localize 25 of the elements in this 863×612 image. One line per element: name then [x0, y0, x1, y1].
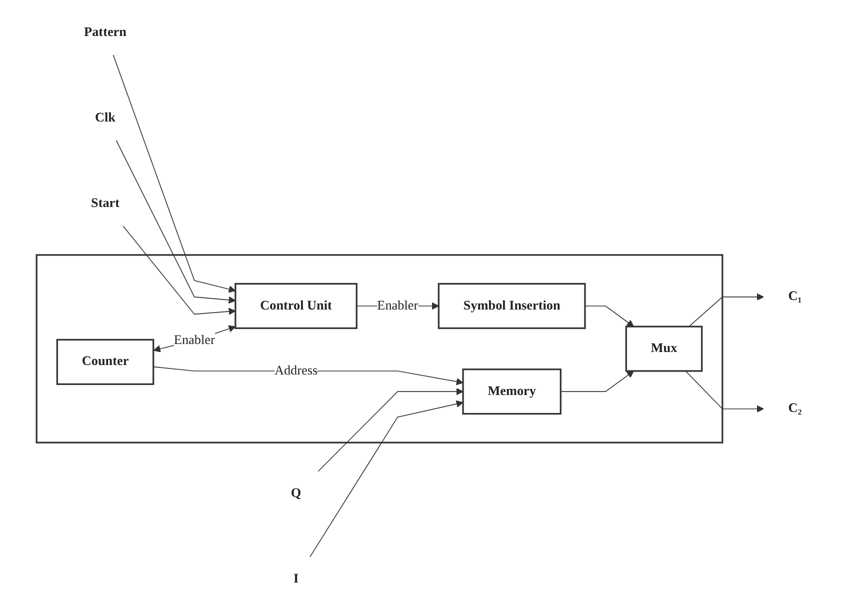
- node-box: Symbol Insertion: [438, 282, 586, 330]
- node-text: Pattern: [84, 25, 126, 40]
- node-box: Memory: [462, 368, 562, 415]
- arrow: [112, 54, 236, 293]
- cluster: [36, 254, 724, 444]
- arrow: [310, 400, 464, 558]
- edge-label: Enabler: [174, 333, 215, 348]
- arrow: [584, 306, 634, 327]
- node-box: Mux: [625, 326, 703, 372]
- node-text: Start: [91, 196, 120, 211]
- node-text: Clk: [95, 110, 116, 125]
- arrow: [122, 226, 236, 316]
- node-text: C₁: [788, 290, 802, 304]
- edge-label: Enabler: [377, 298, 418, 313]
- node-box: Counter: [56, 338, 154, 385]
- arrow: [688, 293, 764, 327]
- node-text: I: [293, 572, 299, 586]
- edge-label: Address: [274, 364, 318, 378]
- arrow: [685, 370, 764, 412]
- arrow: [116, 140, 236, 304]
- node-text: Q: [290, 486, 302, 500]
- node-text: C₂: [788, 401, 802, 416]
- arrow: [318, 388, 464, 472]
- arrow: [560, 370, 634, 392]
- node-box: Control Unit: [234, 282, 358, 330]
